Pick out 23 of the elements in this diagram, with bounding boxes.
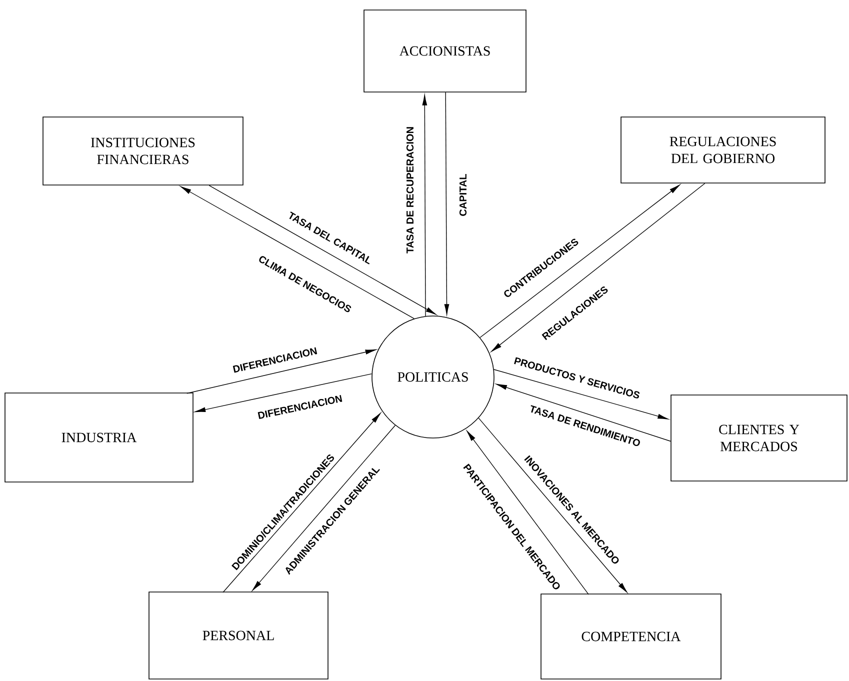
arrow bbox=[466, 430, 589, 595]
process-box: COMPETENCIA bbox=[540, 594, 722, 680]
process-box: CLIENTES Y MERCADOS bbox=[670, 394, 848, 482]
arrow bbox=[186, 349, 376, 394]
process-box: REGULACIONES DEL GOBIERNO bbox=[620, 116, 826, 184]
process-box: PERSONAL bbox=[148, 592, 328, 680]
process-box: ACCIONISTAS bbox=[364, 10, 526, 92]
arrow bbox=[480, 184, 680, 338]
edge-label: TASA DE RECUPERACION bbox=[406, 127, 414, 254]
arrow bbox=[252, 425, 396, 591]
arrow bbox=[478, 418, 628, 593]
arrow bbox=[422, 94, 428, 316]
arrow bbox=[444, 92, 450, 315]
process-box: INDUSTRIA bbox=[4, 392, 194, 482]
edge-label: CAPITAL bbox=[459, 174, 467, 216]
arrow bbox=[491, 183, 706, 352]
arrow bbox=[180, 186, 414, 319]
process-box: INSTITUCIONES FINANCIERAS bbox=[42, 116, 244, 186]
arrow bbox=[194, 373, 372, 412]
arrow bbox=[208, 185, 436, 315]
arrow bbox=[494, 369, 668, 420]
arrow bbox=[222, 413, 381, 593]
arrow bbox=[496, 384, 671, 442]
